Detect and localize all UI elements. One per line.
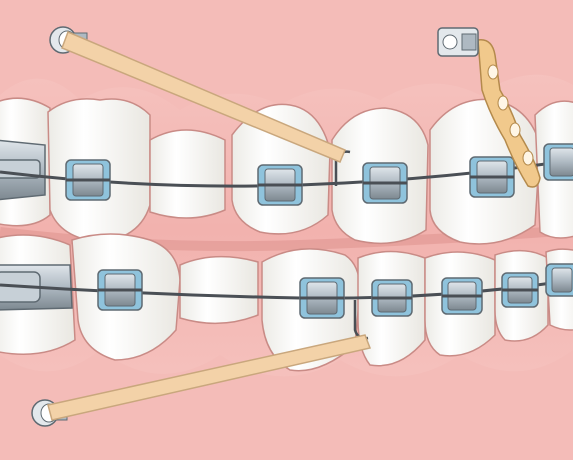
plate-hole — [487, 64, 499, 80]
bracket — [545, 263, 573, 297]
bone-plate — [477, 39, 541, 188]
bracket — [371, 279, 413, 317]
bracket — [362, 162, 408, 204]
elastics — [47, 31, 372, 421]
bracket — [469, 156, 515, 198]
bracket — [299, 277, 345, 319]
bracket — [257, 164, 303, 206]
lower-elastic — [47, 334, 372, 421]
bracket — [65, 159, 111, 201]
bracket — [543, 143, 573, 181]
bracket — [501, 272, 539, 308]
upper-elastic — [61, 31, 346, 163]
plate-hole — [497, 95, 509, 111]
lower-gap-tooth — [179, 255, 259, 325]
bracket — [441, 277, 483, 315]
upper-gap-tooth — [149, 129, 226, 219]
bracket — [97, 269, 143, 311]
lower-brackets — [97, 263, 573, 340]
plate-hole — [522, 150, 534, 166]
upper-brackets — [65, 143, 573, 206]
plate-hole — [509, 122, 521, 138]
mini-screw — [437, 27, 479, 57]
